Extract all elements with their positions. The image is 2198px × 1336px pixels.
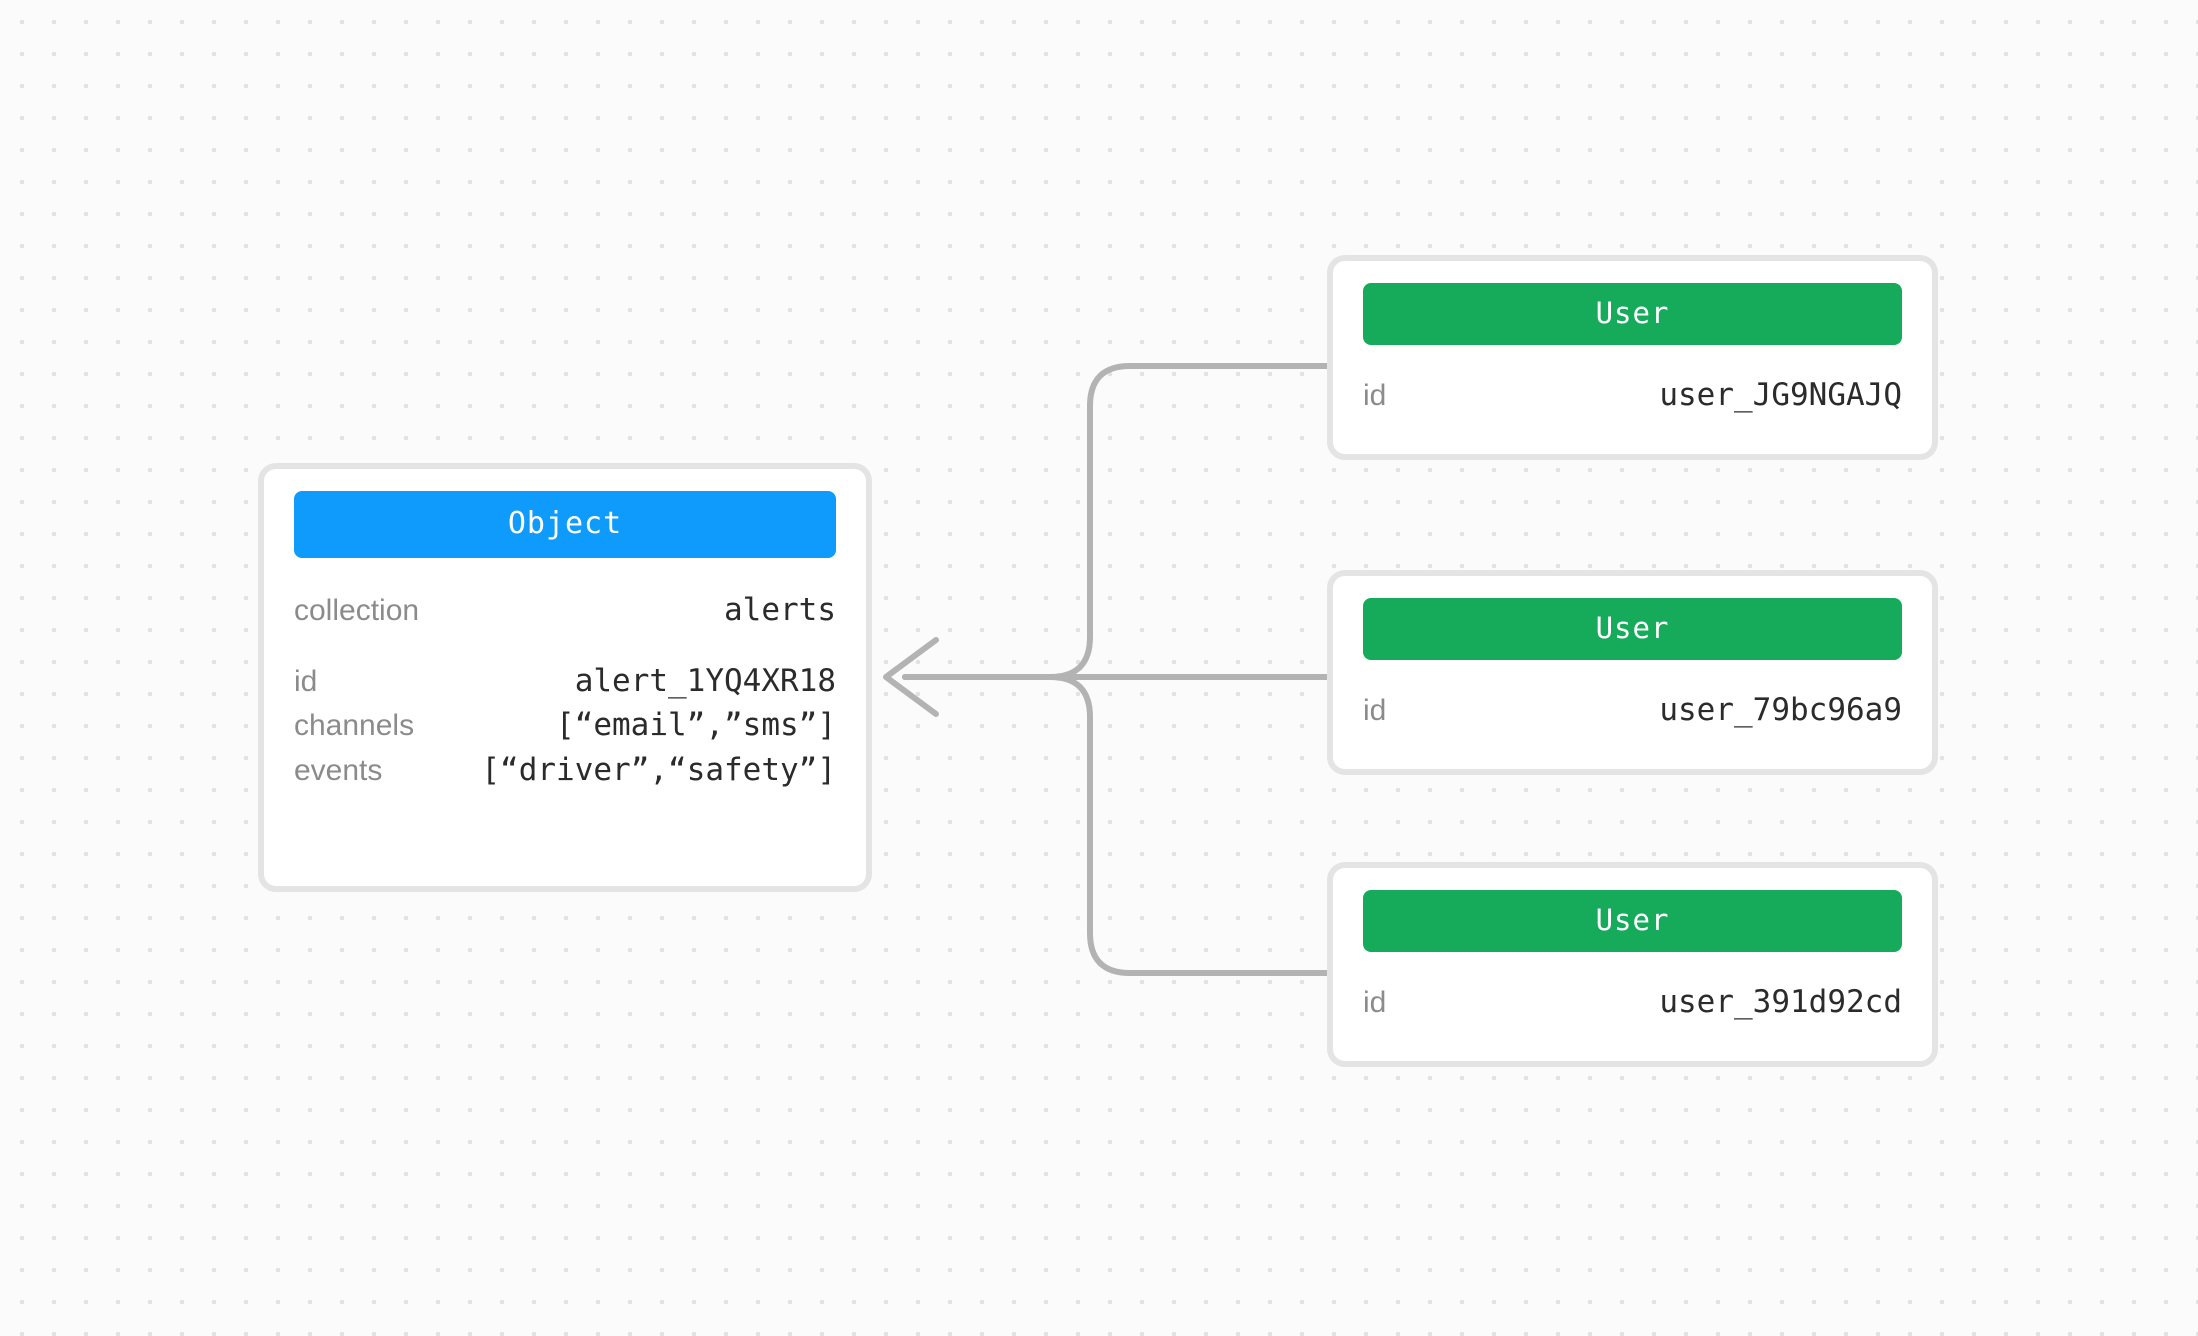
field-key: collection [294, 594, 420, 627]
node-user-1[interactable]: User id user_JG9NGAJQ [1327, 255, 1938, 460]
field-value: alert_1YQ4XR18 [574, 662, 836, 699]
field-key: channels [294, 709, 415, 743]
node-user-2[interactable]: User id user_79bc96a9 [1327, 570, 1938, 775]
field-row-id: id user_79bc96a9 [1363, 688, 1902, 733]
node-object-type-badge: Object [294, 491, 836, 558]
field-value: [“email”,”sms”] [556, 707, 836, 744]
node-user-type-badge: User [1363, 598, 1902, 660]
node-user-type-badge: User [1363, 283, 1902, 345]
field-key: id [1363, 379, 1387, 412]
edge-arrowhead-icon [883, 637, 939, 717]
field-value: [“driver”,“safety”] [481, 751, 836, 788]
edge-user-3 [902, 674, 1330, 976]
field-row-collection: collection alerts [294, 588, 836, 633]
field-value: user_391d92cd [1659, 984, 1902, 1020]
node-object-fields: collection alerts id alert_1YQ4XR18 chan… [294, 588, 836, 792]
node-user-fields: id user_391d92cd [1363, 980, 1902, 1025]
field-value: user_79bc96a9 [1659, 692, 1902, 728]
node-object[interactable]: Object collection alerts id alert_1YQ4XR… [258, 463, 872, 892]
field-key: events [294, 753, 383, 787]
field-value: user_JG9NGAJQ [1659, 377, 1902, 413]
field-value: alerts [724, 592, 836, 628]
field-key: id [1363, 986, 1387, 1019]
field-key: id [1363, 694, 1387, 727]
field-key: id [294, 664, 318, 698]
field-row-id: id alert_1YQ4XR18 [294, 659, 836, 704]
field-row-events: events [“driver”,“safety”] [294, 748, 836, 793]
node-user-fields: id user_79bc96a9 [1363, 688, 1902, 733]
node-user-3[interactable]: User id user_391d92cd [1327, 862, 1938, 1067]
edge-user-1 [902, 363, 1330, 680]
field-row-channels: channels [“email”,”sms”] [294, 703, 836, 748]
field-row-id: id user_391d92cd [1363, 980, 1902, 1025]
field-row-id: id user_JG9NGAJQ [1363, 373, 1902, 418]
node-user-type-badge: User [1363, 890, 1902, 952]
node-user-fields: id user_JG9NGAJQ [1363, 373, 1902, 418]
